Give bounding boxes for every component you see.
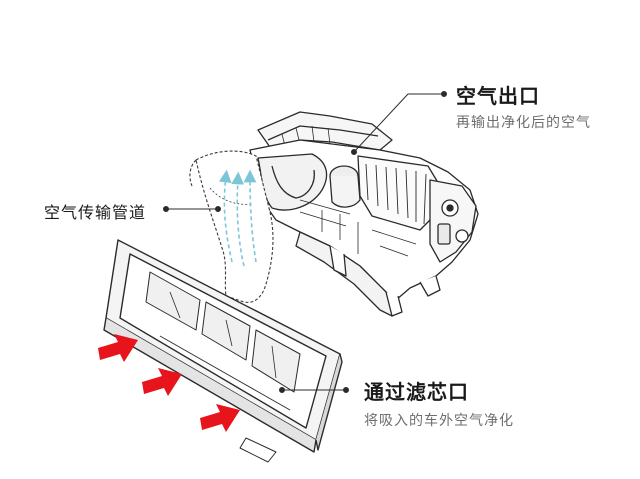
filter-inlet-subtitle: 将吸入的车外空气净化 xyxy=(364,413,514,429)
filter-inlet-title: 通过滤芯口 xyxy=(364,380,469,404)
filter-frame xyxy=(103,239,343,463)
air-outlet-title: 空气出口 xyxy=(456,84,540,108)
hvac-unit xyxy=(249,111,479,317)
airflow-arrow-icon xyxy=(218,169,257,267)
air-outlet-subtitle: 再输出净化后的空气 xyxy=(456,115,591,131)
red-arrow-icon xyxy=(98,334,240,432)
air-duct-title: 空气传输管道 xyxy=(44,203,147,222)
callout-lines xyxy=(163,91,447,393)
air-duct xyxy=(189,150,274,303)
